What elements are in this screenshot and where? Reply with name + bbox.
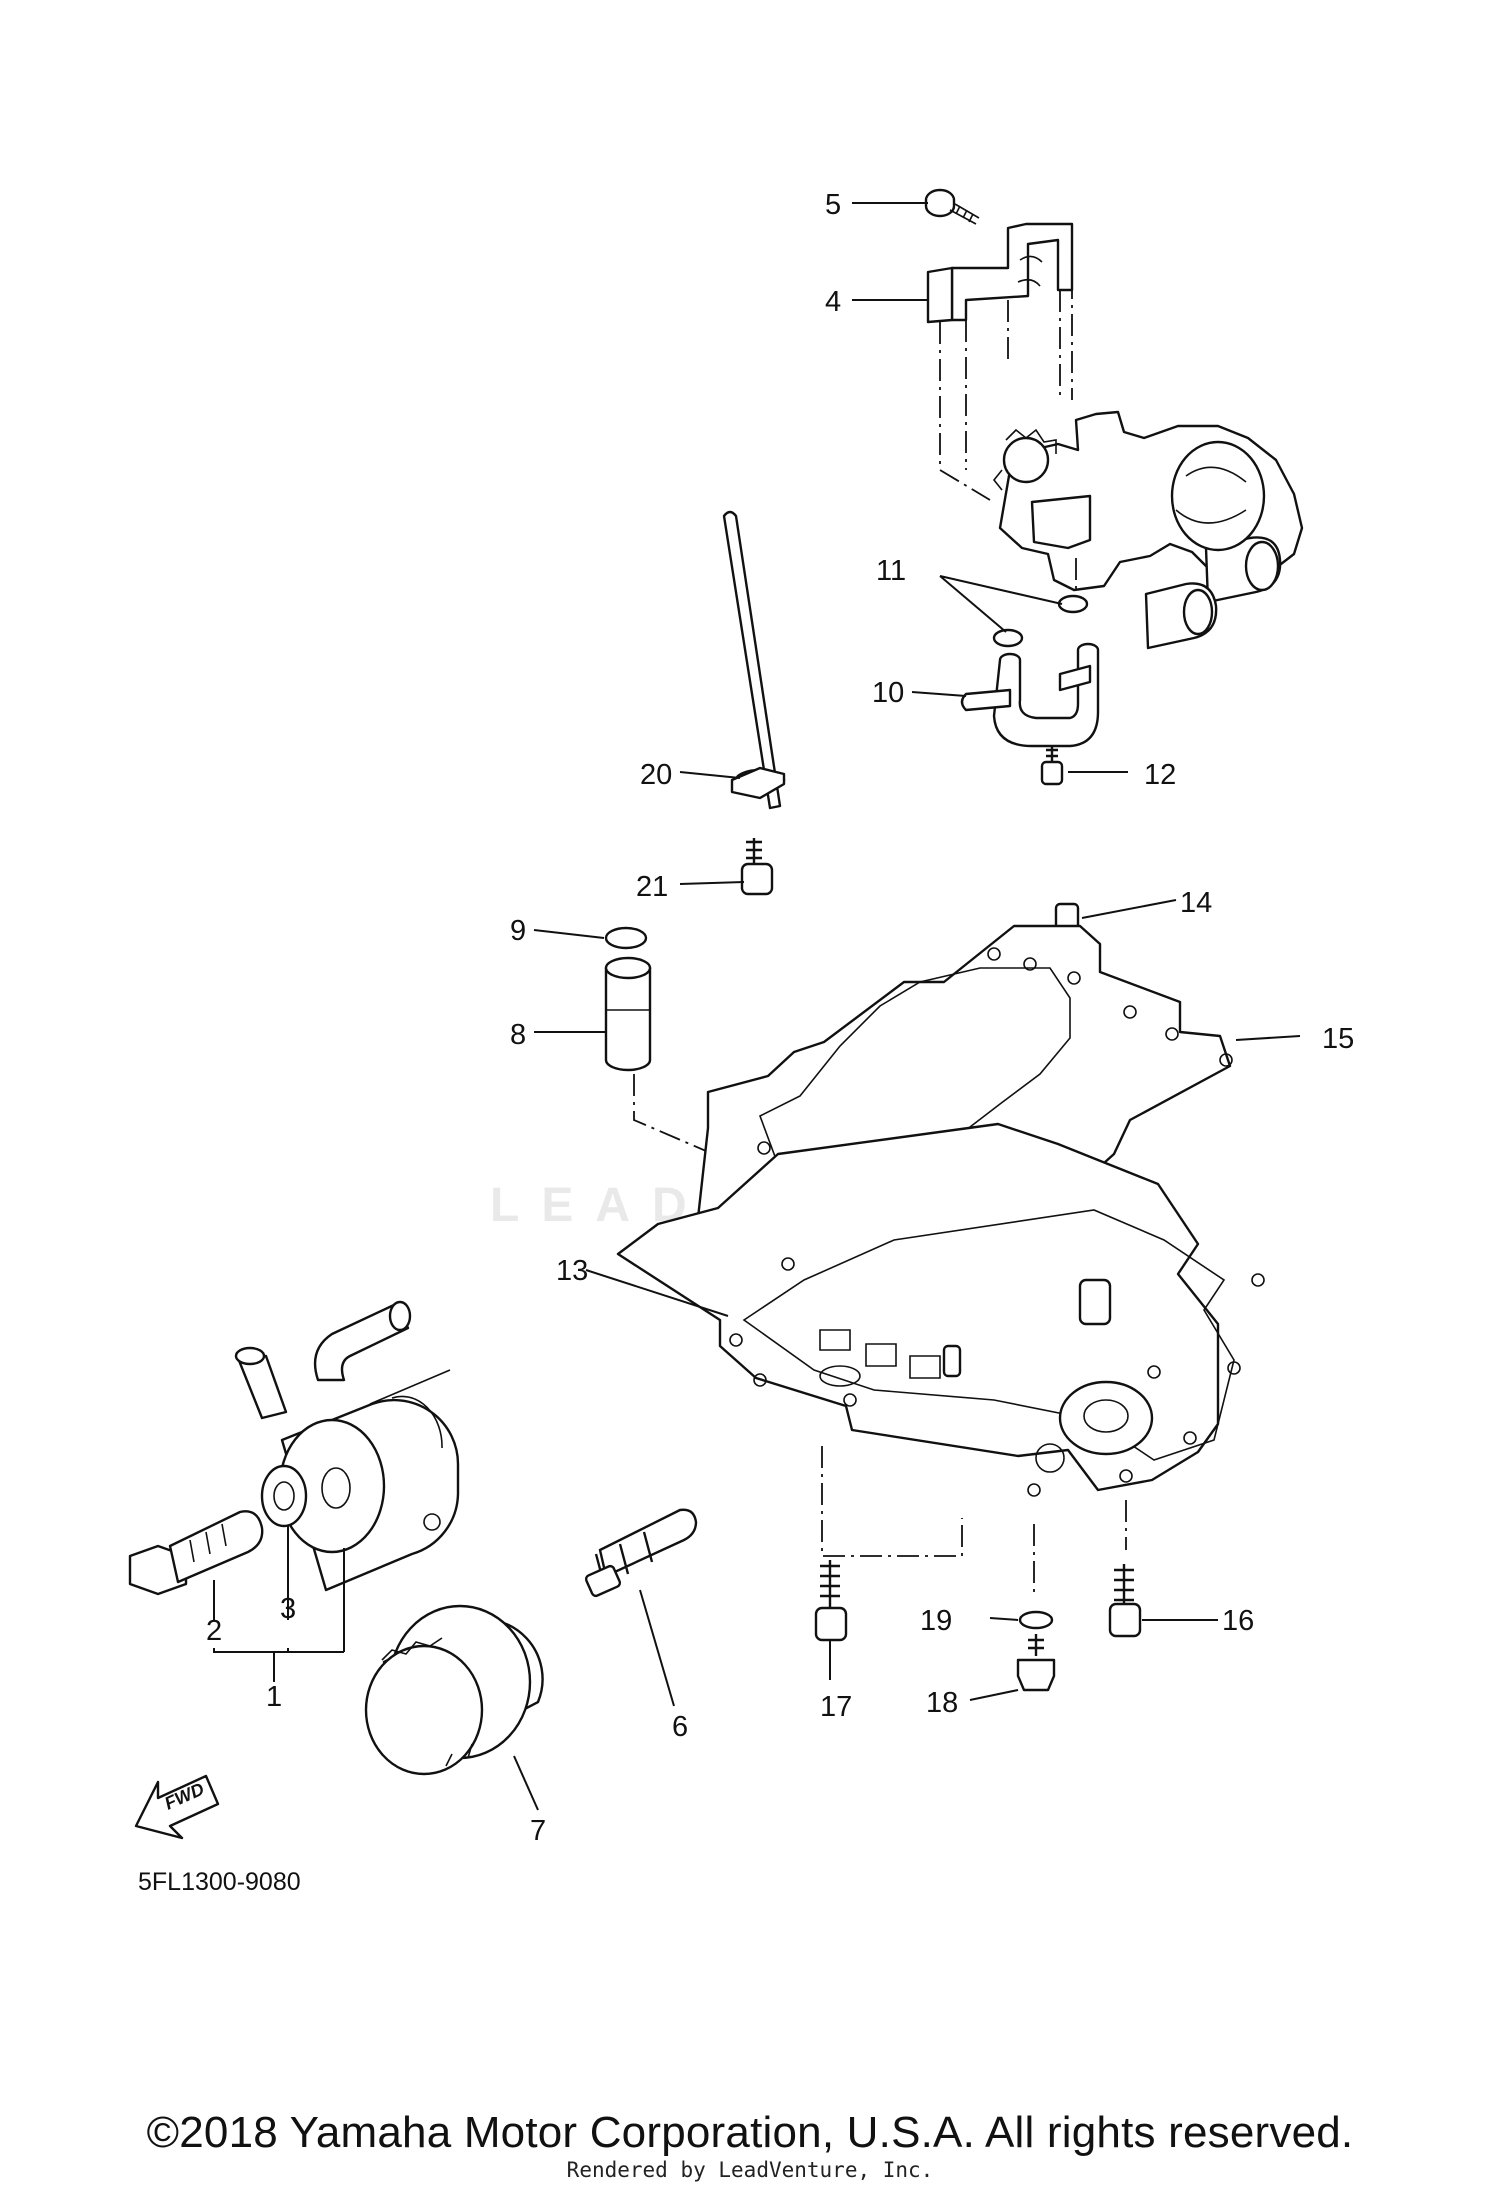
callout-6: 6 [672, 1711, 688, 1743]
callout-13: 13 [556, 1255, 588, 1287]
callout-12: 12 [1144, 759, 1176, 791]
level-gauge-20 [722, 510, 786, 810]
callout-10: 10 [872, 677, 904, 709]
leader-6 [639, 1589, 675, 1707]
diagram-code: 5FL1300-9080 [138, 1868, 301, 1896]
leader-1 [213, 1548, 345, 1682]
callout-8: 8 [510, 1019, 526, 1051]
o-ring-11-right [1057, 594, 1089, 614]
union-bolt-6 [584, 1508, 698, 1598]
rendered-by-notice: Rendered by LeadVenture, Inc. [566, 2158, 934, 2182]
callout-18: 18 [926, 1687, 958, 1719]
leader-21 [679, 881, 745, 885]
o-ring-9 [604, 926, 648, 950]
dash-line-pan-left [821, 1446, 963, 1557]
bolt-12 [1040, 746, 1064, 786]
leader-18 [969, 1689, 1019, 1701]
leader-19 [989, 1617, 1019, 1621]
collar-8 [604, 956, 652, 1072]
leader-13 [585, 1269, 729, 1317]
oil-filter-7 [364, 1604, 544, 1776]
bolt-16 [1108, 1564, 1142, 1638]
callout-7: 7 [530, 1815, 546, 1847]
oil-cooler-1 [234, 1300, 460, 1592]
callout-3: 3 [280, 1593, 296, 1625]
oil-pan-13 [616, 1122, 1265, 1497]
oil-pump-assembly [924, 188, 1304, 650]
leader-11 [939, 575, 1063, 633]
o-ring-11-left [992, 628, 1024, 648]
leader-7 [513, 1755, 539, 1811]
bolt-21 [740, 838, 774, 896]
callout-11: 11 [876, 555, 906, 587]
callout-1: 1 [266, 1681, 282, 1713]
fwd-arrow-icon: FWD [134, 1774, 220, 1840]
leader-10 [911, 691, 967, 697]
union-bolt-2 [128, 1510, 264, 1596]
callout-20: 20 [640, 759, 672, 791]
callout-14: 14 [1180, 887, 1212, 919]
callout-5: 5 [825, 189, 841, 221]
callout-15: 15 [1322, 1023, 1354, 1055]
callout-9: 9 [510, 915, 526, 947]
callout-17: 17 [820, 1691, 852, 1723]
gasket-19 [1018, 1610, 1054, 1630]
callout-16: 16 [1222, 1605, 1254, 1637]
bolt-17 [814, 1560, 848, 1642]
leader-9 [533, 929, 605, 939]
drain-bolt-18 [1016, 1634, 1056, 1692]
callout-19: 19 [920, 1605, 952, 1637]
leader-15 [1235, 1035, 1301, 1041]
washer-3 [260, 1464, 308, 1528]
oil-pipe-10 [960, 642, 1100, 748]
callout-4: 4 [825, 286, 841, 318]
leader-20 [679, 771, 741, 779]
callout-2: 2 [206, 1615, 222, 1647]
leader-14 [1081, 899, 1177, 919]
callout-21: 21 [636, 871, 668, 903]
copyright-notice: ©2018 Yamaha Motor Corporation, U.S.A. A… [146, 2108, 1354, 2157]
